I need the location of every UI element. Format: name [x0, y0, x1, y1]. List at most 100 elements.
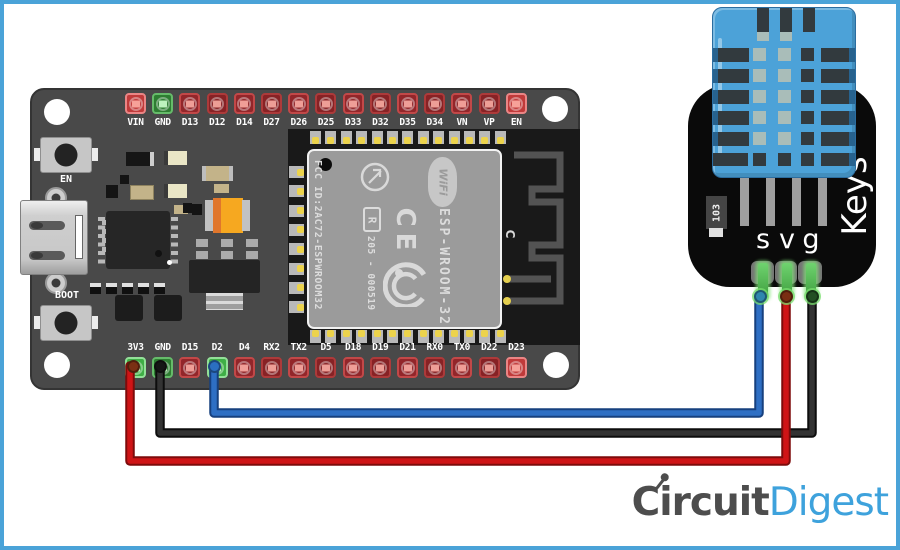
pin-D26 — [288, 93, 310, 114]
wire-power — [125, 291, 791, 466]
pin-TX0 — [451, 357, 473, 378]
pin-label-D2: D2 — [211, 342, 223, 353]
pin-label-D19: D19 — [372, 342, 389, 353]
sensor-leg — [740, 170, 749, 226]
capacitor — [154, 283, 165, 294]
pin-VP — [478, 93, 500, 114]
pin-label-VIN: VIN — [127, 117, 144, 128]
capacitor — [138, 283, 149, 294]
pad — [221, 251, 233, 259]
chip-dot — [167, 260, 172, 265]
capacitor — [122, 283, 133, 294]
usb-uart-chip — [106, 211, 170, 269]
usb-slot — [29, 251, 65, 260]
module-pad — [289, 204, 304, 217]
en-button[interactable] — [34, 137, 98, 173]
pad — [196, 251, 208, 259]
capacitor — [90, 283, 101, 294]
pin-D12 — [206, 93, 228, 114]
vent-slot — [713, 69, 749, 83]
pin-label-s: s — [755, 224, 771, 255]
vent-slot — [757, 8, 769, 32]
usb-opening — [75, 215, 83, 259]
module-pad — [371, 131, 383, 144]
pin-D5 — [315, 357, 337, 378]
module-pad — [479, 330, 491, 343]
vent-slot — [821, 153, 855, 166]
module-pad — [371, 330, 383, 343]
vent-slot — [821, 132, 855, 146]
button-tab — [34, 316, 40, 329]
pin-RX0 — [424, 357, 446, 378]
module-pad — [289, 243, 304, 256]
vent-slot — [801, 132, 814, 145]
pin-label-RX0: RX0 — [426, 342, 444, 353]
pin-D34 — [424, 93, 446, 114]
module-pad — [325, 131, 337, 144]
circuitdigest-logo: Circuit Digest — [628, 477, 889, 532]
vent-slot — [713, 111, 749, 125]
micro-usb-connector — [20, 200, 88, 275]
vent-slot — [821, 90, 855, 104]
vent-hole — [778, 69, 791, 82]
smd-component — [183, 203, 192, 213]
module-pad — [289, 166, 304, 178]
module-pad — [494, 131, 506, 144]
vent-slot — [713, 48, 749, 62]
sensor-leg — [818, 170, 827, 226]
pin-VN — [451, 93, 473, 114]
pin-label-TX0: TX0 — [453, 342, 471, 353]
boot-button[interactable] — [34, 305, 98, 341]
resistor — [174, 205, 188, 214]
smd-component — [120, 175, 129, 184]
button-tab — [92, 148, 98, 161]
vent-hole — [753, 90, 766, 103]
pin-label-D13: D13 — [181, 117, 199, 128]
resistor — [130, 185, 154, 200]
pin-label-g: g — [802, 224, 820, 255]
pin-label-D27: D27 — [263, 117, 280, 128]
pin1-dot — [319, 158, 332, 171]
pin-RX2 — [261, 357, 282, 378]
smd-component — [192, 204, 202, 215]
header-pin-s — [758, 263, 768, 298]
vent-hole — [753, 48, 766, 61]
pin-label-D26: D26 — [290, 117, 308, 128]
wifi-logo-icon: WiFi — [428, 157, 457, 207]
pin-label-GND: GND — [154, 117, 172, 128]
mounting-hole — [543, 352, 569, 378]
pin-label-D22: D22 — [480, 342, 498, 353]
module-pad — [433, 131, 445, 144]
transistor — [154, 295, 182, 321]
pin-TX2 — [288, 357, 310, 378]
pin-label-D34: D34 — [426, 117, 444, 128]
module-pad — [402, 131, 414, 144]
esp-module-shield: FCC ID:2AC72-ESPWROOM32 R 205 - 000519 C… — [307, 149, 502, 329]
pin-label-GND: GND — [154, 342, 172, 353]
pin-label-VN: VN — [456, 117, 468, 128]
voltage-regulator — [189, 260, 260, 293]
pad — [246, 251, 258, 259]
chip-dot — [155, 250, 162, 257]
pin-label-D33: D33 — [344, 117, 362, 128]
module-pad — [448, 131, 460, 144]
module-pad — [289, 281, 304, 294]
esp-module: FCC ID:2AC72-ESPWROOM32 R 205 - 000519 C… — [288, 129, 580, 345]
pin-D25 — [315, 93, 337, 114]
led — [164, 151, 187, 165]
pin-label-D14: D14 — [236, 117, 253, 128]
tantalum-capacitor — [205, 198, 250, 233]
sensor-leg — [766, 170, 775, 226]
pin-label-D21: D21 — [399, 342, 416, 353]
smd-resistor-103: 103 — [706, 196, 727, 229]
espressif-logo-icon — [383, 262, 427, 307]
pin-D23 — [505, 357, 527, 378]
pin-label-D32: D32 — [372, 117, 389, 128]
module-pad — [289, 262, 304, 275]
pin-D18 — [342, 357, 364, 378]
pin-D27 — [261, 93, 282, 114]
pin-D15 — [179, 357, 201, 378]
pad — [221, 239, 233, 247]
module-pad — [310, 330, 321, 343]
